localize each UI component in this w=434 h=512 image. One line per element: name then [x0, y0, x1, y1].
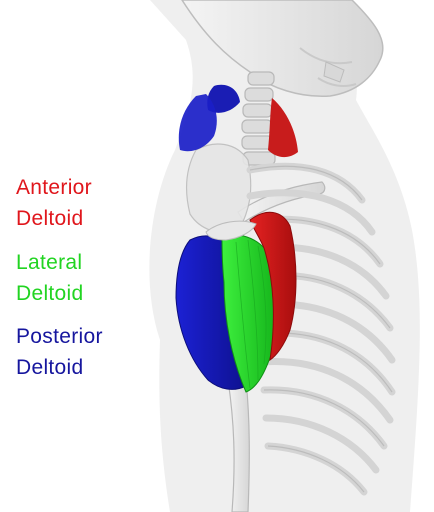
anterior-deltoid-muscle [249, 211, 297, 362]
acromion [205, 220, 257, 241]
skull [181, 0, 384, 97]
scapula [186, 143, 252, 234]
trapezius-outline [178, 94, 217, 152]
legend-anterior-deltoid: Anterior Deltoid [16, 176, 92, 230]
neck-muscle-red [268, 98, 298, 158]
humerus [227, 379, 250, 512]
neck-muscle-blue [207, 84, 240, 113]
cervical-spine [241, 71, 276, 166]
legend-posterior-deltoid: Posterior Deltoid [16, 325, 103, 379]
legend-lateral-deltoid: Lateral Deltoid [16, 251, 84, 305]
